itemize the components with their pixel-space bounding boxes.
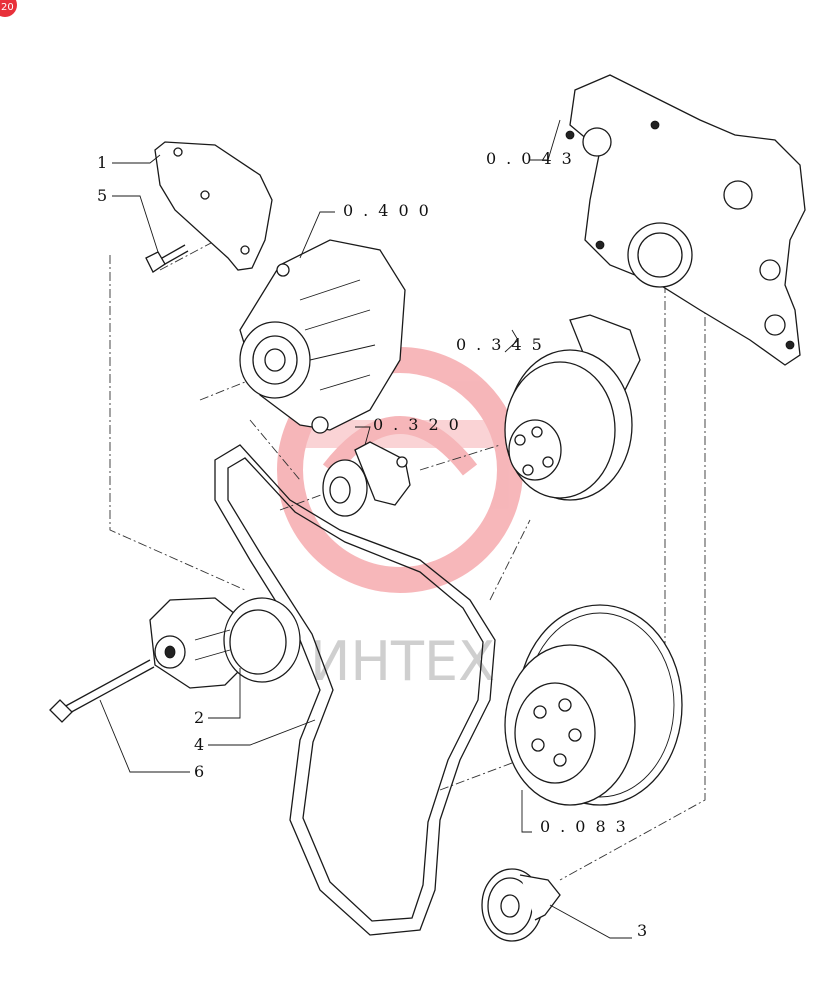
bracket-part — [154, 141, 273, 271]
drive-belt — [214, 444, 496, 936]
label-ref-crank-pulley: 0.083 — [540, 817, 636, 836]
leader-lines — [99, 119, 632, 939]
timing-cover — [565, 74, 806, 366]
label-ref-alternator: 0.400 — [343, 201, 439, 220]
water-pump — [504, 314, 641, 501]
label-ref-timing-cover: 0.043 — [486, 149, 582, 168]
bolt-long — [49, 659, 155, 723]
belt-tensioner — [149, 597, 301, 689]
bolt-small — [145, 244, 189, 273]
alternator — [239, 239, 406, 434]
idler-pulley — [322, 441, 411, 517]
label-ref-idler: 0.320 — [373, 415, 469, 434]
label-item-4: 4 — [194, 735, 204, 754]
corner-badge: 20 — [0, 0, 17, 17]
label-item-1: 1 — [97, 153, 107, 172]
svg-text:20: 20 — [1, 2, 14, 13]
crankshaft-pulley — [504, 604, 683, 806]
watermark-text: ИНТЕХ — [310, 630, 495, 693]
label-item-2: 2 — [194, 708, 204, 727]
label-item-3: 3 — [637, 921, 647, 940]
label-item-6: 6 — [194, 762, 204, 781]
label-item-5: 5 — [97, 186, 107, 205]
small-idler-pulley — [481, 868, 561, 942]
label-ref-water-pump: 0.345 — [456, 335, 552, 354]
